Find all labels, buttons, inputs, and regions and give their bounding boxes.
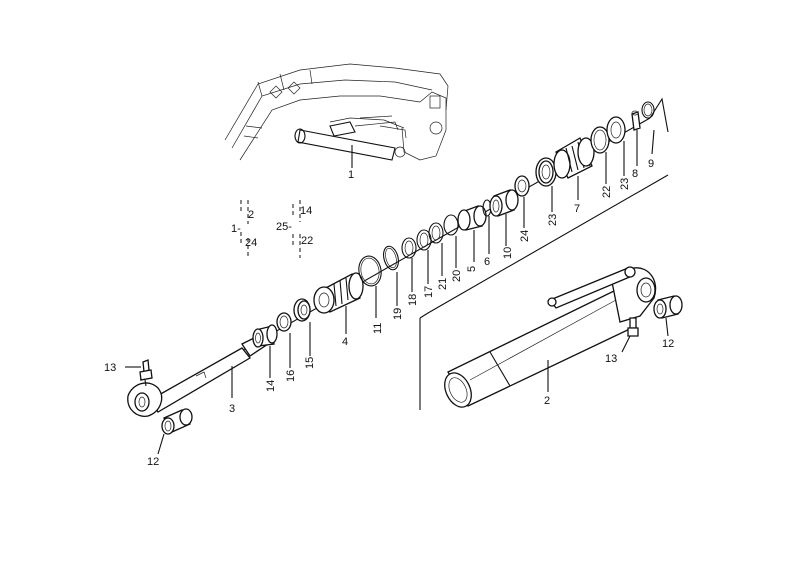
callout-16: 16	[285, 370, 297, 382]
callout-21: 21	[437, 278, 449, 290]
group-25-bottom: 22	[301, 235, 313, 247]
callout-3: 3	[229, 403, 235, 415]
bushing-rod-end	[161, 408, 193, 435]
callout-labels: 1 2 3 4 5 6 7 8 9 10 11 12 12 13 13 14 1…	[104, 158, 674, 468]
part-9-snap-ring	[641, 101, 655, 119]
leader-12a	[157, 433, 165, 455]
group-1-top: 2	[248, 209, 254, 221]
callout-1: 1	[348, 169, 354, 181]
callout-9: 9	[648, 158, 654, 170]
callout-7: 7	[574, 203, 580, 215]
assembly-group-1	[240, 200, 249, 258]
part-15-seal	[293, 298, 311, 322]
callout-24: 24	[519, 230, 531, 242]
group-25-top: 14	[300, 205, 312, 217]
part-20-ring	[443, 214, 459, 236]
part-23-nut	[606, 116, 626, 144]
part-4-rod-guide	[313, 272, 364, 314]
part-10-spacer	[489, 189, 519, 217]
part-21-ring	[428, 222, 444, 244]
group-25-parent: 25-	[276, 221, 292, 233]
group-1-parent: 1-	[231, 223, 241, 235]
callout-12a: 12	[147, 456, 159, 468]
assembly-group-labels: 1- 2 24 25- 14 22	[231, 205, 313, 249]
callout-13a: 13	[104, 362, 116, 374]
part-2-cylinder-barrel	[444, 266, 657, 408]
callout-18: 18	[407, 294, 419, 306]
callout-20: 20	[451, 270, 463, 282]
barrel-separator-line	[419, 174, 669, 319]
leader-12b	[665, 317, 669, 337]
callout-6: 6	[484, 256, 490, 268]
callout-8: 8	[632, 168, 638, 180]
part-18-ring	[401, 237, 417, 259]
callout-12b: 12	[662, 338, 674, 350]
callout-17: 17	[423, 286, 435, 298]
part-23-ring-a	[535, 157, 557, 187]
part-24-ring	[514, 175, 530, 197]
callout-23a: 23	[547, 214, 559, 226]
callout-13b: 13	[605, 353, 617, 365]
grease-nipple-barrel	[627, 317, 639, 337]
callout-23b: 23	[619, 178, 631, 190]
part-11-o-ring	[358, 255, 382, 287]
part-19-ring	[383, 245, 399, 271]
callout-11: 11	[372, 323, 384, 334]
leader-9	[651, 129, 655, 155]
callout-22: 22	[601, 186, 613, 198]
part-8-pin	[631, 110, 641, 131]
callout-15: 15	[304, 357, 316, 369]
callout-4: 4	[342, 336, 348, 348]
callout-2: 2	[544, 395, 550, 407]
part-14-wiper	[252, 324, 278, 348]
grease-nipple-rod	[139, 359, 153, 387]
assembly-group-25	[292, 200, 301, 258]
bushing-barrel-end	[653, 295, 683, 319]
part-22-ring	[590, 126, 610, 154]
callout-14: 14	[265, 380, 277, 392]
callout-19: 19	[392, 308, 404, 320]
part-16-ring	[276, 312, 292, 332]
machine-context-sketch	[224, 63, 449, 161]
callout-5: 5	[466, 266, 478, 272]
callout-10: 10	[502, 247, 514, 259]
leader-13b	[621, 335, 631, 353]
group-1-bottom: 24	[245, 237, 257, 249]
part-5-piston	[457, 205, 487, 231]
part-7-piston	[553, 137, 595, 179]
